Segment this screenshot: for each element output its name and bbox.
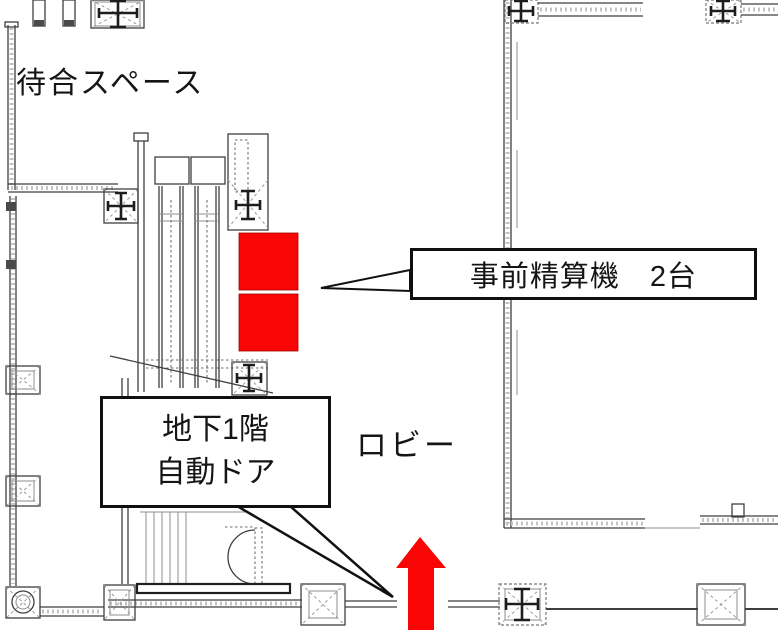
door-swing-arc xyxy=(227,529,256,585)
waiting-area-walls xyxy=(4,0,145,224)
entrance-arrow-icon xyxy=(396,537,446,630)
basement-door-callout-line2: 自動ドア xyxy=(155,456,276,489)
escalators xyxy=(109,132,274,584)
machines-callout-leader xyxy=(320,268,411,293)
bottom-corridor-walls xyxy=(103,582,778,626)
payment-machines-callout-text: 事前精算機 2台 xyxy=(469,261,698,293)
lobby-label: ロビー xyxy=(356,428,458,463)
payment-machine-marker-2 xyxy=(238,293,299,352)
stairs-and-door xyxy=(140,511,263,585)
waiting-space-label: 待合スペース xyxy=(16,67,205,100)
basement-door-callout: 地下1階 自動ドア xyxy=(100,396,331,508)
basement-door-callout-line1: 地下1階 xyxy=(162,413,269,447)
payment-machine-markers xyxy=(238,232,299,352)
payment-machine-marker-1 xyxy=(238,232,299,291)
payment-machines-callout: 事前精算機 2台 xyxy=(410,248,757,300)
left-lobby-wall xyxy=(5,196,104,619)
